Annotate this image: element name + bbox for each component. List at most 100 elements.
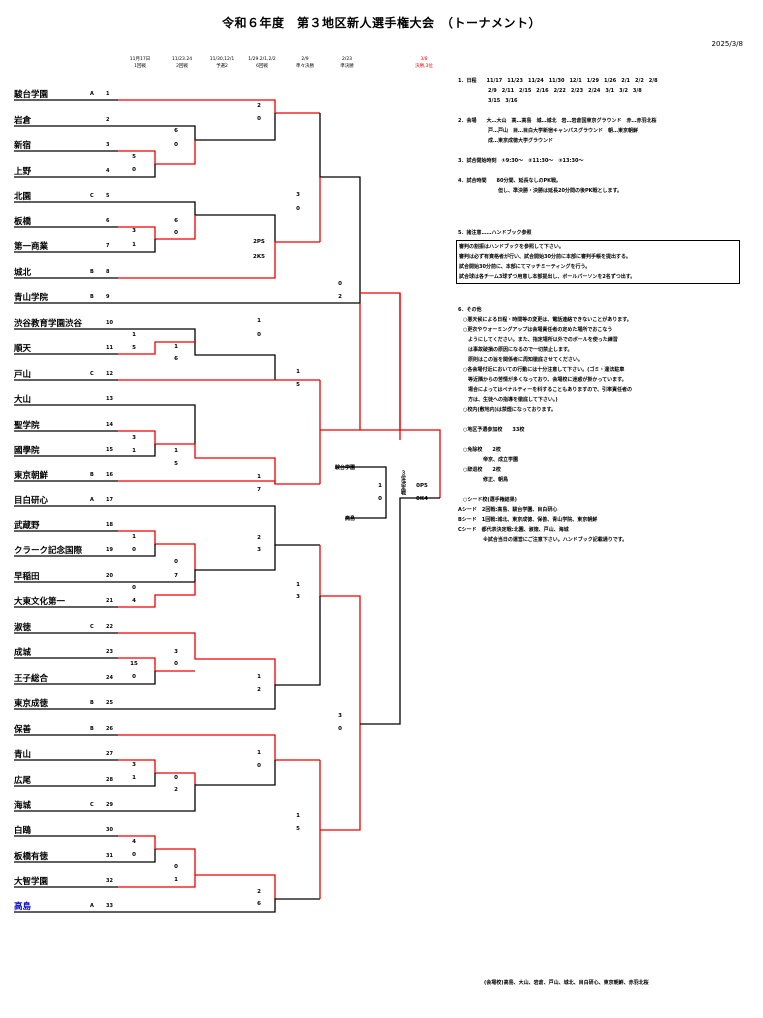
round-date: 2/23 xyxy=(341,57,353,62)
team-name: 順天 xyxy=(14,344,32,354)
team-name: 高島 xyxy=(14,902,32,912)
other-line: ○地区予選参加校 33校 xyxy=(458,427,525,433)
team-number: 6 xyxy=(106,218,110,224)
team-number: 2 xyxy=(106,117,110,123)
bracket-line xyxy=(319,113,361,293)
other-line xyxy=(458,415,632,425)
score: 1 xyxy=(132,332,136,338)
score: 7 xyxy=(174,573,178,579)
team-name: 早稲田 xyxy=(14,572,40,582)
team-name: 板橋 xyxy=(14,217,32,227)
other-line: ○免除校 2校 xyxy=(458,447,501,453)
bracket-line xyxy=(118,404,196,444)
bracket-line xyxy=(118,545,276,583)
other-line: 等近隣からの苦情が多くなっており、会場校に迷惑が掛かっています。 xyxy=(458,377,627,383)
info-line: 戸…戸山 目…目白大学新宿キャンパスグラウンド 朝…東京朝鮮 xyxy=(458,128,639,134)
score: 0 xyxy=(338,726,342,732)
team-name: 聖学院 xyxy=(14,421,40,431)
team-name: 岩倉 xyxy=(14,116,32,126)
team-seed: A xyxy=(90,497,94,503)
team-name: 渋谷教育学園渋谷 xyxy=(14,319,83,329)
score: 3 xyxy=(296,594,300,600)
score: 6 xyxy=(174,218,178,224)
score: 3 xyxy=(296,192,300,198)
score: 3 xyxy=(257,547,261,553)
round-name: 1回戦 xyxy=(134,64,146,69)
score: 3 xyxy=(132,435,136,441)
score: 1 xyxy=(132,242,136,248)
third-place-label: ３位決定戦 xyxy=(400,470,406,495)
other-line: 修正、朝鳥 xyxy=(458,477,509,483)
bracket-line xyxy=(118,671,156,685)
team-name: 北園 xyxy=(14,192,32,202)
team-number: 8 xyxy=(106,269,110,275)
team-number: 14 xyxy=(106,422,113,428)
score: 0 xyxy=(174,775,178,781)
score: 0 xyxy=(174,230,178,236)
bracket-line xyxy=(118,444,156,457)
score: 1 xyxy=(257,318,261,324)
team-number: 33 xyxy=(106,903,113,909)
score: 3 xyxy=(132,762,136,768)
team-seed: B xyxy=(90,294,94,300)
other-line: ※試合当日の運営にご注意下さい。ハンドブック記載通りです。 xyxy=(458,537,628,543)
other-line: 原則はこの旨を関係者に周知徹底させてください。 xyxy=(458,357,583,363)
info-line: 3．試合開始時刻 ①9:30～ ②11:30～ ③13:30～ xyxy=(458,158,584,164)
bracket-line xyxy=(118,164,156,178)
round-date: 1/29.2/1,2/2 xyxy=(248,57,276,62)
bracket-line xyxy=(118,544,156,557)
bracket-line xyxy=(360,292,401,440)
score: 2PS xyxy=(253,239,265,245)
bracket-line xyxy=(320,724,361,831)
team-number: 21 xyxy=(106,598,113,604)
note-line: 審判の割振はハンドブックを参照して下さい。 xyxy=(459,244,564,250)
score: 6 xyxy=(174,356,178,362)
note-line: 審判は必ず有資格者が行い、試合開始30分前に本部に審判手帳を提出する。 xyxy=(459,254,631,260)
score: 3 xyxy=(132,228,136,234)
team-number: 20 xyxy=(106,573,113,579)
team-number: 17 xyxy=(106,497,113,503)
round-date: 11月17日 xyxy=(129,57,151,62)
team-number: 5 xyxy=(106,193,110,199)
team-seed: C xyxy=(90,624,94,630)
team-name: 駿台学園 xyxy=(14,90,49,100)
bracket-line xyxy=(118,760,276,812)
team-seed: B xyxy=(90,700,94,706)
info-line: 2/9 2/11 2/15 2/16 2/22 2/23 2/24 3/1 3/… xyxy=(458,88,642,94)
bracket-line xyxy=(118,632,276,685)
bracket-line xyxy=(118,140,196,165)
team-name: 城北 xyxy=(14,268,32,278)
team-name: 東京成徳 xyxy=(14,699,49,709)
round-name: 予選2 xyxy=(216,64,228,69)
team-name: 新宿 xyxy=(14,141,32,151)
bracket-line xyxy=(118,241,320,279)
score: 0 xyxy=(132,852,136,858)
team-number: 18 xyxy=(106,522,113,528)
bracket-line xyxy=(118,293,361,304)
score: 0 xyxy=(132,585,136,591)
team-name: 成城 xyxy=(14,648,32,658)
host-schools-footer: (会場校)高島、大山、岩倉、戸山、城北、目白研心、東京朝鮮、赤羽北桜 xyxy=(484,980,649,986)
team-seed: B xyxy=(90,726,94,732)
bracket-line xyxy=(118,201,276,242)
team-name: 上野 xyxy=(14,167,32,177)
other-line: 方は、生徒への指導を徹底して下さい。) xyxy=(458,397,558,403)
team-number: 19 xyxy=(106,547,113,553)
score: 2 xyxy=(257,687,261,693)
other-line: は事故破損の原因になるので一切禁止します。 xyxy=(458,347,573,353)
team-number: 16 xyxy=(106,472,113,478)
round-name: 準々決勝 xyxy=(296,64,314,69)
team-number: 32 xyxy=(106,878,113,884)
team-seed: A xyxy=(90,903,94,909)
score: 0 xyxy=(132,547,136,553)
bracket-line xyxy=(345,492,387,519)
team-name: 板橋有徳 xyxy=(14,852,49,862)
team-number: 22 xyxy=(106,624,113,630)
notes-box: 審判の割振はハンドブックを参照して下さい。審判は必ず有資格者が行い、試合開始30… xyxy=(456,240,740,284)
round-header-1: 11月17日 1回戦 xyxy=(118,56,162,70)
info-line: 但し、準決勝・決勝は延長20分間の後PK戦とします。 xyxy=(458,188,623,194)
score: 1 xyxy=(132,534,136,540)
score: 0 xyxy=(338,281,342,287)
